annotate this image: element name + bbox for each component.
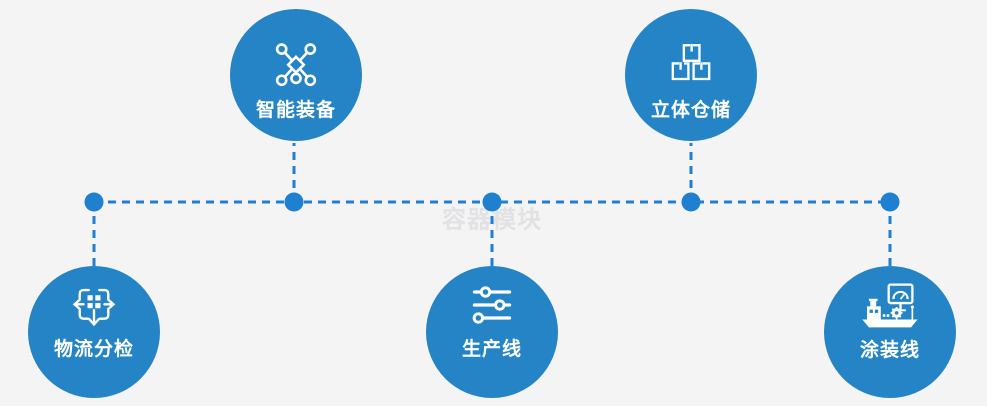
junction-dot [880, 192, 900, 212]
junction-dot [681, 192, 701, 212]
node-production-line: 生产线 [426, 266, 558, 398]
node-label: 生产线 [461, 338, 522, 360]
node-logistics-sorting: 物流分检 [28, 266, 160, 398]
junction-dot [84, 192, 104, 212]
network-nodes-icon [275, 43, 317, 87]
junction-dot [284, 192, 304, 212]
node-label: 立体仓储 [650, 99, 731, 121]
node-label: 智能装备 [255, 99, 336, 121]
machine-monitor-icon [862, 283, 918, 328]
stacked-boxes-icon [671, 44, 711, 81]
junction-dot [482, 192, 502, 212]
node-stereo-warehouse: 立体仓储 [625, 9, 757, 141]
node-smart-equipment: 智能装备 [230, 9, 362, 141]
node-label: 物流分检 [53, 338, 134, 360]
sorting-dispatch-icon [72, 288, 116, 327]
node-coating-line: 涂装线 [824, 266, 956, 398]
node-label: 涂装线 [859, 339, 920, 361]
sliders-icon [472, 286, 512, 324]
